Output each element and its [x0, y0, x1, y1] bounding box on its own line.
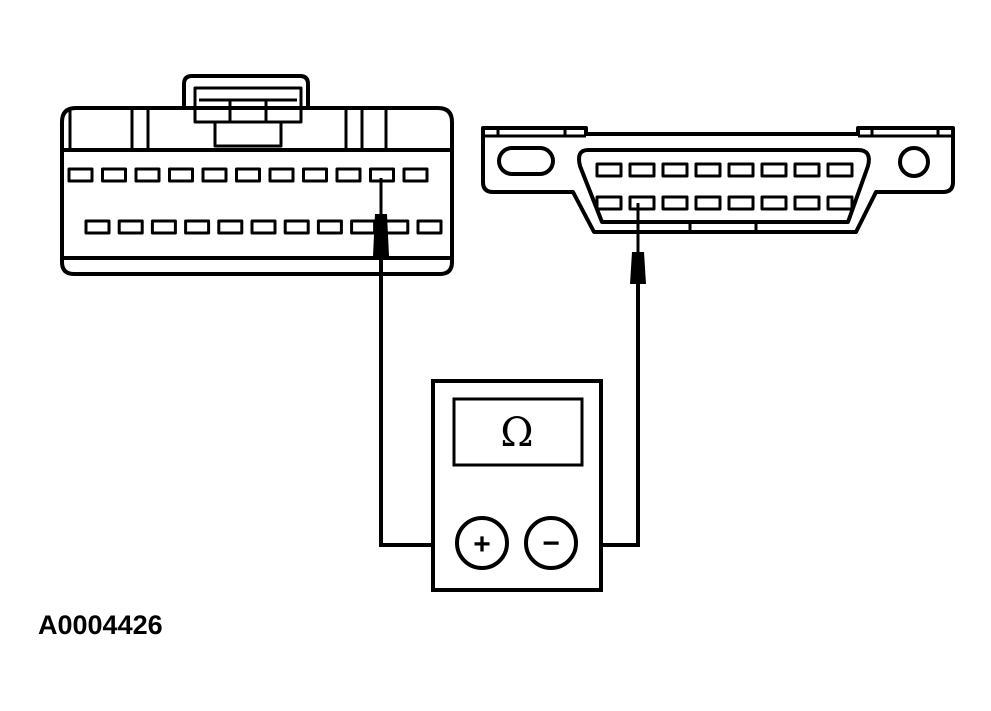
figure-id: A0004426	[38, 610, 163, 640]
negative-terminal	[524, 516, 578, 570]
left-connector-top-row	[67, 167, 429, 183]
right-connector-pin	[727, 162, 755, 178]
right-connector-pin	[826, 195, 854, 211]
right-connector-pin	[694, 162, 722, 178]
right-connector-bottom-row	[595, 195, 854, 211]
negative-probe-tip	[630, 203, 646, 284]
right-connector-pin	[595, 162, 623, 178]
right-connector-pin	[760, 162, 788, 178]
left-connector-pin	[101, 167, 127, 183]
left-connector-body	[60, 106, 454, 276]
right-connector-pin	[694, 195, 722, 211]
right-connector-pin	[628, 162, 656, 178]
positive-probe-tip	[373, 178, 389, 256]
left-connector-pin	[134, 167, 161, 183]
right-connector-pin	[793, 162, 821, 178]
left-connector-pin	[168, 167, 194, 183]
positive-terminal-label: +	[473, 528, 491, 561]
left-connector-pin	[235, 167, 261, 183]
right-connector-mounting-slot	[497, 146, 555, 176]
right-connector-mounting-hole	[898, 146, 930, 178]
left-connector-pin	[117, 219, 144, 235]
left-connector-pin	[416, 219, 443, 235]
ohmmeter: Ω + −	[431, 379, 603, 592]
left-connector-pin	[201, 167, 228, 183]
left-connector-pin	[383, 219, 410, 235]
left-connector-bottom-row	[84, 219, 443, 235]
right-connector-probed-pin	[628, 195, 656, 211]
left-connector-pin	[67, 167, 94, 183]
ohm-symbol: Ω	[500, 410, 533, 456]
left-connector-pin	[268, 167, 295, 183]
left-connector-pin	[335, 167, 362, 183]
left-connector-pin	[402, 167, 429, 183]
right-connector-pin	[661, 195, 689, 211]
left-connector-latch-window	[193, 86, 303, 124]
right-connector-top-row	[595, 162, 854, 178]
right-connector-pin	[826, 162, 854, 178]
left-connector-pin	[184, 219, 211, 235]
negative-terminal-label: −	[542, 527, 560, 560]
left-connector-pin	[250, 219, 277, 235]
positive-terminal	[455, 516, 509, 570]
right-connector	[481, 126, 955, 234]
right-connector-pin	[661, 162, 689, 178]
left-connector-pin	[350, 219, 377, 235]
left-connector	[60, 74, 454, 276]
right-connector-face	[577, 148, 871, 224]
left-connector-pin	[283, 219, 310, 235]
left-connector-pin	[84, 219, 111, 235]
right-connector-body	[481, 126, 955, 234]
right-connector-pin	[793, 195, 821, 211]
left-connector-pin	[316, 219, 343, 235]
left-connector-pin	[150, 219, 177, 235]
ohmmeter-display	[452, 397, 584, 467]
left-connector-pin	[302, 167, 328, 183]
right-connector-pin	[727, 195, 755, 211]
right-connector-pin	[595, 195, 623, 211]
left-connector-pin	[217, 219, 244, 235]
right-connector-pin	[760, 195, 788, 211]
left-connector-latch	[182, 74, 310, 110]
